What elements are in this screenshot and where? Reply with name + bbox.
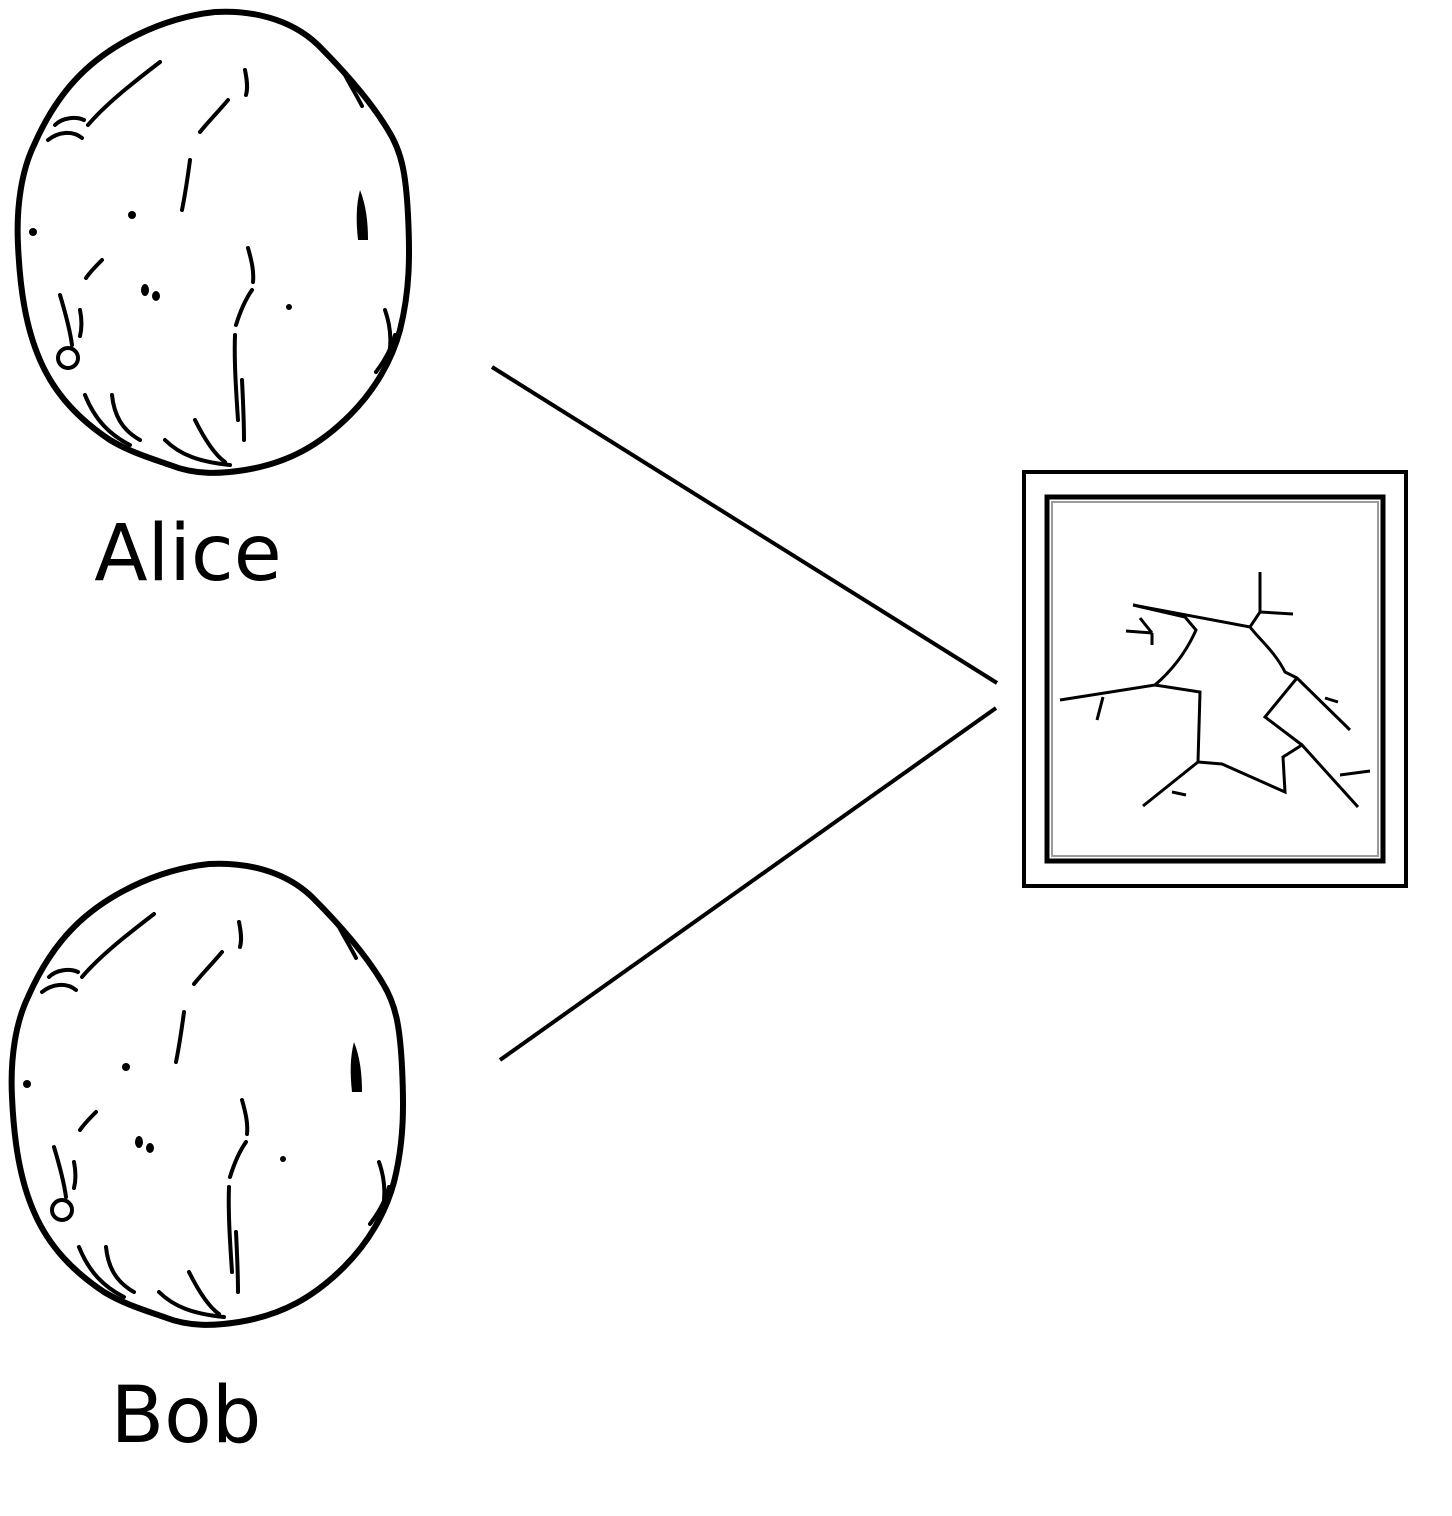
- participant-label-bob: Bob: [111, 1371, 262, 1461]
- broken-window-icon: [1022, 470, 1408, 888]
- connector-line-bob: [498, 706, 998, 1062]
- rock-icon: [18, 12, 409, 473]
- rock-icon: [12, 864, 403, 1325]
- participant-bob: Bob: [12, 864, 403, 1461]
- connector-line-alice: [490, 365, 999, 685]
- participant-alice: Alice: [18, 12, 409, 599]
- crack-lines: [1059, 572, 1371, 809]
- participant-label-alice: Alice: [94, 509, 282, 599]
- window-frame-inner: [1044, 494, 1386, 864]
